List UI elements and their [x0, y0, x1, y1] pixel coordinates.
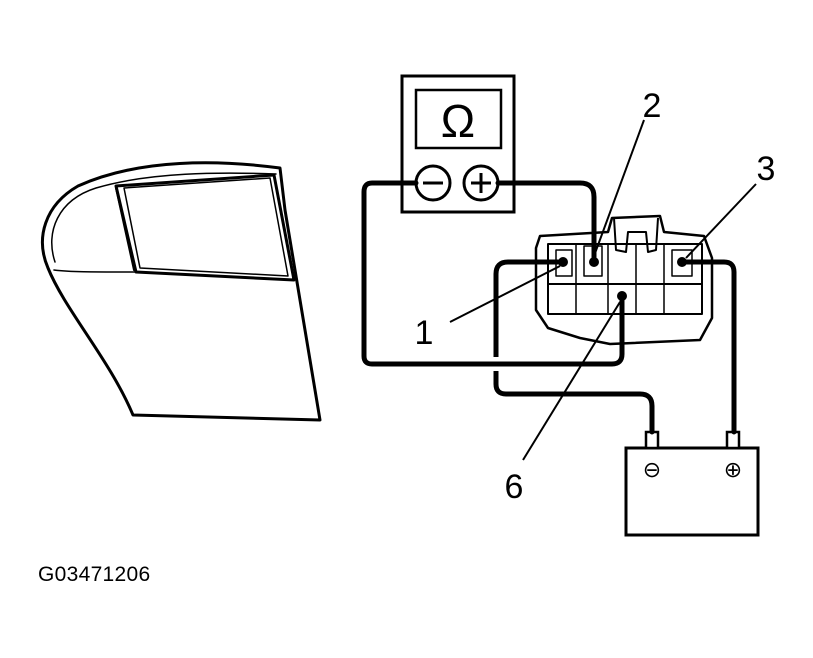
battery-body — [624, 446, 760, 537]
door-lower-contour — [53, 269, 136, 273]
door-illustration — [40, 161, 322, 422]
connector-outer — [534, 214, 714, 346]
battery: ⊖ ⊕ — [624, 430, 760, 537]
callout-2: 2 — [643, 87, 662, 125]
connector-bottom-row — [547, 283, 703, 315]
terminal-1-point — [558, 257, 568, 267]
leader-1 — [449, 265, 561, 323]
door-outer-outline — [40, 161, 322, 422]
door-inner-contour — [51, 172, 277, 263]
window-frame — [114, 173, 296, 282]
leader-3 — [685, 183, 757, 259]
figure-id-caption: G03471206 — [38, 563, 151, 586]
leader-2 — [593, 119, 645, 257]
terminal-points — [558, 257, 687, 301]
connector-latch — [613, 217, 659, 253]
terminal-2-point — [589, 257, 599, 267]
window-divider — [115, 187, 135, 271]
terminal-3-point — [677, 257, 687, 267]
callout-6: 6 — [505, 468, 524, 506]
terminal-6-point — [617, 291, 627, 301]
battery-negative-label: ⊖ — [643, 457, 661, 482]
wire-meter-negative — [361, 180, 625, 367]
wire-terminal-1 — [493, 259, 655, 435]
ohm-symbol-label: Ω — [441, 95, 475, 147]
wire-meter-positive — [495, 180, 597, 265]
battery-positive-label: ⊕ — [724, 457, 742, 482]
window-pane — [123, 177, 289, 277]
wires — [361, 180, 737, 435]
callout-1: 1 — [415, 314, 434, 352]
ohmmeter: Ω — [400, 74, 516, 214]
battery-positive-post — [725, 430, 741, 450]
callout-leaders — [449, 119, 757, 461]
callout-3: 3 — [757, 150, 776, 188]
ohmmeter-display — [414, 88, 503, 150]
wire-terminal-3 — [679, 259, 737, 435]
leader-6 — [522, 301, 621, 461]
